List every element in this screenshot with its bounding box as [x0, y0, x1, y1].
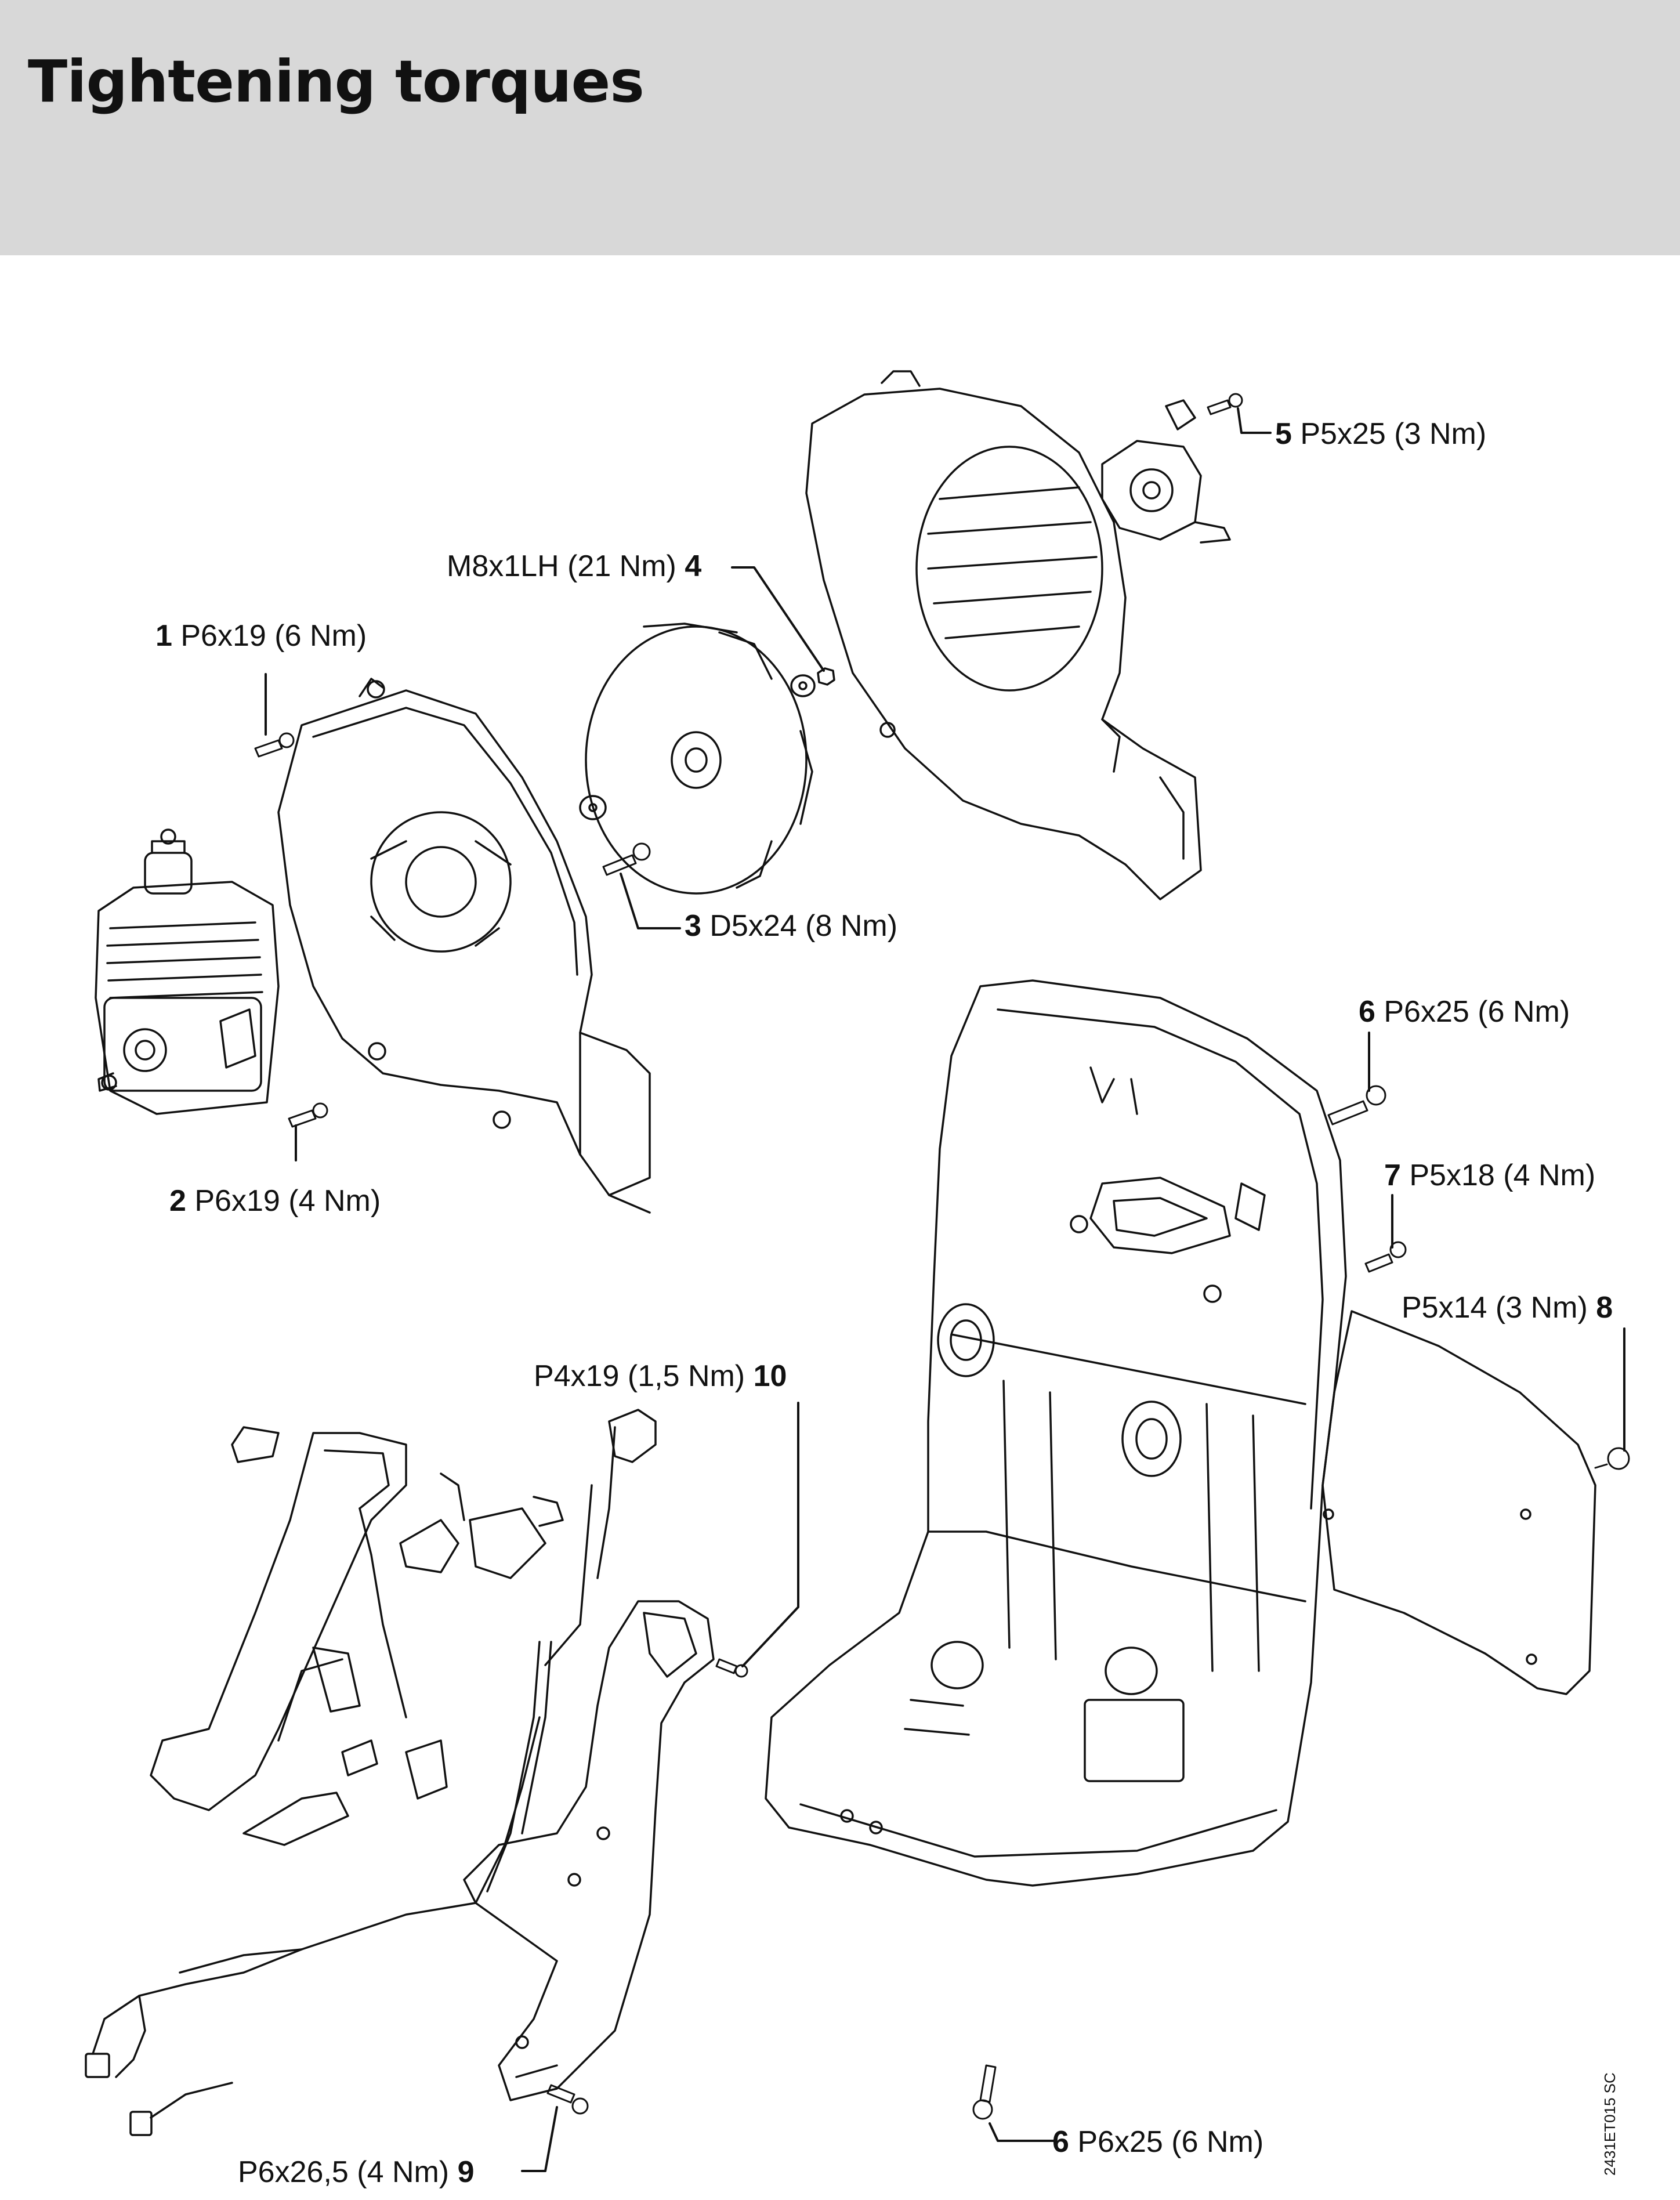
back-plate	[765, 979, 1347, 1887]
callout-number: 8	[1596, 1291, 1613, 1325]
fan-housing-rear	[277, 678, 651, 1214]
washers	[579, 667, 835, 820]
callout-item-6-top: 6 P6x25 (6 Nm)	[1359, 997, 1570, 1027]
engine-assembly	[95, 828, 280, 1115]
callout-number: 1	[155, 619, 172, 653]
back-pad	[1321, 1310, 1596, 1695]
callout-number: 4	[685, 549, 702, 583]
callout-item-3: 3 D5x24 (8 Nm)	[685, 911, 897, 941]
callout-spec: P6x19 (6 Nm)	[180, 619, 367, 653]
callout-spec: M8x1LH (21 Nm)	[447, 549, 676, 583]
callout-spec: P6x26,5 (4 Nm)	[238, 2155, 450, 2189]
throttle-housing	[463, 1600, 715, 2101]
callout-item-1: 1 P6x19 (6 Nm)	[155, 621, 367, 651]
callout-item-8: P5x14 (3 Nm) 8	[1402, 1293, 1613, 1323]
callout-number: 7	[1384, 1159, 1401, 1192]
callout-spec: P6x25 (6 Nm)	[1384, 995, 1570, 1029]
control-handle	[150, 1409, 657, 1893]
screws	[254, 393, 1630, 2120]
callout-item-6-bottom: 6 P6x25 (6 Nm)	[1052, 2127, 1263, 2157]
page-title: Tightening torques	[28, 48, 645, 115]
fitting	[1101, 399, 1231, 544]
callout-item-5: 5 P5x25 (3 Nm)	[1275, 419, 1486, 449]
callout-number: 9	[457, 2155, 475, 2189]
callout-number: 10	[753, 1359, 787, 1393]
callout-spec: P5x18 (4 Nm)	[1409, 1159, 1596, 1192]
callout-spec: P6x25 (6 Nm)	[1077, 2125, 1264, 2159]
header-band	[0, 0, 1680, 255]
throttle-cable	[85, 1716, 541, 2136]
callout-item-9: P6x26,5 (4 Nm) 9	[238, 2157, 475, 2187]
callout-spec: P6x19 (4 Nm)	[194, 1184, 381, 1218]
callout-number: 2	[169, 1184, 186, 1218]
callout-spec: D5x24 (8 Nm)	[709, 909, 898, 943]
callout-item-2: 2 P6x19 (4 Nm)	[169, 1186, 381, 1216]
callout-item-4: M8x1LH (21 Nm) 4	[447, 551, 701, 581]
callout-spec: P5x25 (3 Nm)	[1300, 417, 1487, 451]
callout-item-10: P4x19 (1,5 Nm) 10	[534, 1361, 787, 1391]
callout-number: 6	[1359, 995, 1375, 1029]
callout-number: 3	[685, 909, 701, 943]
callout-spec: P5x14 (3 Nm)	[1402, 1291, 1588, 1325]
impeller	[585, 623, 813, 895]
callout-number: 6	[1052, 2125, 1069, 2159]
callout-item-7: 7 P5x18 (4 Nm)	[1384, 1160, 1595, 1191]
leader-lines	[265, 407, 1625, 2172]
volute-housing	[805, 370, 1202, 900]
callout-number: 5	[1275, 417, 1292, 451]
callout-spec: P4x19 (1,5 Nm)	[534, 1359, 745, 1393]
figure-id: 2431ET015 SC	[1601, 2072, 1619, 2176]
